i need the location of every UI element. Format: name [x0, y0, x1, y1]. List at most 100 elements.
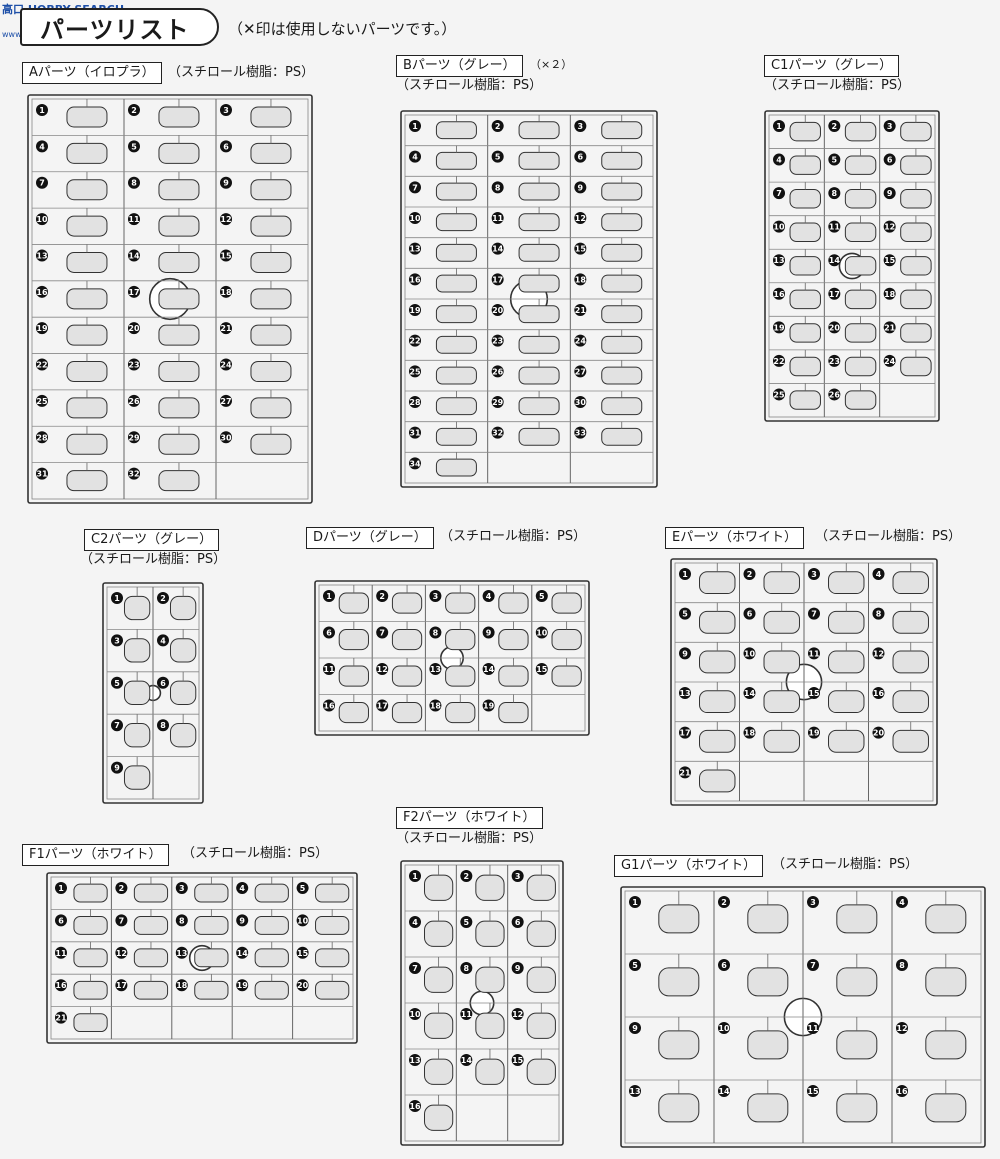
part-number: 3	[578, 122, 584, 131]
part-number-marker	[220, 104, 232, 116]
part-number: 16	[323, 702, 335, 711]
part-number-marker	[807, 959, 819, 971]
part-number: 2	[160, 594, 166, 603]
part-number-marker	[409, 212, 421, 224]
plastic-part	[66, 361, 108, 383]
plastic-part	[66, 142, 108, 164]
part-number: 7	[379, 629, 385, 638]
part-number-marker	[115, 882, 128, 894]
plastic-part	[925, 967, 967, 997]
part-number-marker	[679, 607, 691, 620]
plastic-part	[526, 1012, 556, 1039]
part-number-marker	[773, 220, 785, 233]
part-number: 2	[464, 872, 470, 881]
part-number: 10	[536, 629, 548, 638]
part-number: 32	[128, 470, 139, 479]
part-number-marker	[220, 394, 232, 407]
part-number-marker	[409, 181, 421, 194]
part-number: 10	[773, 223, 785, 232]
plastic-part	[925, 1093, 967, 1123]
part-number-marker	[808, 607, 820, 620]
part-number: 5	[464, 918, 470, 927]
plastic-part	[526, 966, 556, 993]
part-number: 11	[128, 215, 140, 224]
part-number-marker	[115, 979, 128, 992]
plastic-part	[66, 470, 108, 492]
part-number: 4	[239, 884, 245, 893]
plastic-part	[391, 665, 423, 687]
plastic-part	[194, 916, 229, 935]
plastic-part	[789, 390, 821, 410]
plastic-part	[828, 650, 865, 674]
part-number-marker	[807, 1085, 819, 1097]
part-number-marker	[128, 104, 140, 116]
plastic-part	[194, 883, 229, 903]
plastic-part	[925, 904, 967, 934]
part-number-marker	[36, 467, 48, 480]
part-number: 4	[776, 156, 782, 165]
part-number: 5	[495, 153, 501, 162]
part-number-marker	[773, 354, 785, 367]
plastic-part	[601, 121, 643, 140]
plastic-part	[73, 948, 108, 968]
part-number-marker	[828, 220, 841, 233]
part-number-marker	[296, 979, 309, 992]
part-number: 17	[679, 729, 690, 738]
part-number-marker	[679, 726, 691, 739]
part-number-marker	[460, 870, 473, 882]
part-number: 14	[461, 1056, 473, 1065]
part-number: 26	[492, 367, 504, 376]
section-b-material: （スチロール樹脂：PS）	[396, 78, 543, 93]
part-number-marker	[111, 761, 123, 774]
plastic-part	[518, 243, 560, 262]
part-number-marker	[773, 254, 785, 267]
part-number-marker	[323, 626, 335, 639]
part-number-marker	[629, 896, 641, 908]
part-number: 30	[220, 433, 232, 442]
part-number-marker	[376, 663, 389, 675]
part-number: 13	[409, 1056, 420, 1065]
part-number-marker	[111, 676, 123, 689]
part-number-marker	[872, 687, 885, 699]
part-number-marker	[883, 187, 896, 200]
part-number: 9	[682, 649, 688, 658]
plastic-part	[315, 948, 350, 968]
part-number-marker	[128, 176, 140, 189]
part-number: 6	[515, 918, 521, 927]
part-number: 3	[114, 636, 120, 645]
part-number-marker	[409, 1008, 421, 1020]
part-number-marker	[460, 962, 473, 974]
page-title: パーツリスト	[40, 16, 190, 44]
part-number-marker	[115, 946, 128, 959]
part-number: 15	[884, 256, 896, 265]
part-number-marker	[511, 962, 524, 974]
part-number-marker	[236, 946, 249, 959]
plastic-part	[254, 980, 289, 1000]
plastic-part	[435, 427, 477, 446]
part-number-marker	[128, 249, 140, 262]
part-number: 14	[492, 245, 504, 254]
part-number: 13	[679, 689, 690, 698]
part-number: 16	[409, 275, 421, 284]
plastic-part	[73, 980, 108, 1000]
part-number-marker	[55, 882, 67, 894]
plastic-part	[900, 188, 932, 209]
plastic-part	[601, 427, 643, 446]
runner-frame	[670, 558, 938, 806]
plastic-part	[158, 142, 200, 164]
plastic-part	[435, 458, 477, 477]
plastic-part	[900, 256, 932, 276]
plastic-part	[338, 592, 369, 614]
part-number-marker	[36, 394, 48, 407]
part-number: 7	[776, 189, 782, 198]
part-number-marker	[828, 254, 841, 267]
part-number: 7	[810, 961, 816, 970]
plastic-part	[445, 665, 476, 687]
part-number-marker	[491, 304, 504, 316]
part-number: 21	[679, 768, 691, 777]
part-number-marker	[773, 187, 785, 200]
part-number: 4	[160, 636, 166, 645]
part-number: 15	[808, 689, 820, 698]
plastic-part	[747, 1093, 789, 1123]
